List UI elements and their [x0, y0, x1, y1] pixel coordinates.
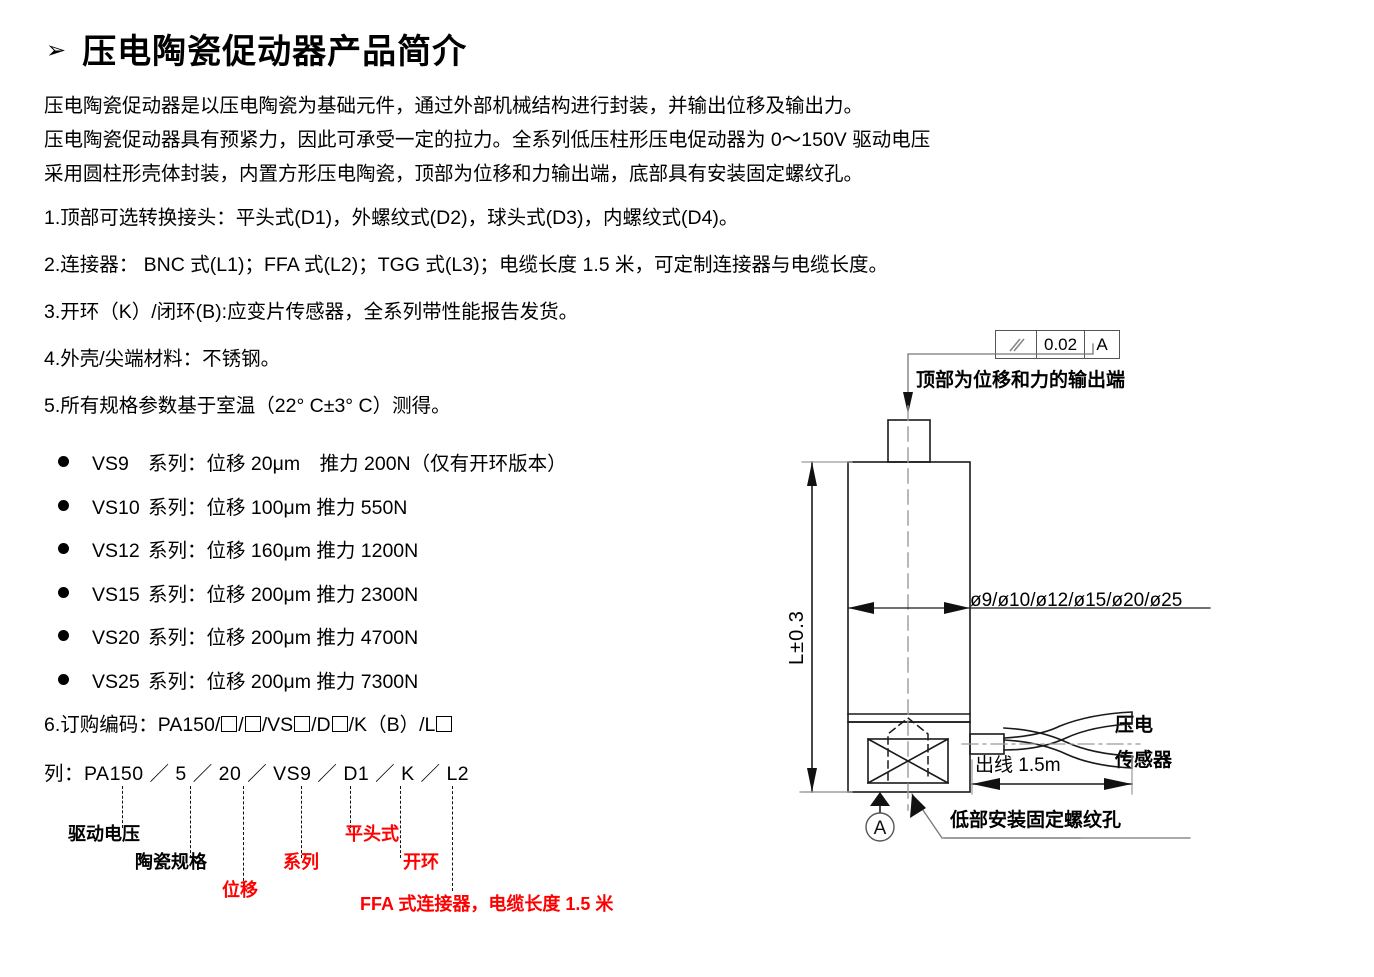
list-item: VS12 系列：位移 160μm 推力 1200N — [58, 534, 698, 578]
bullet-dot-icon — [58, 630, 69, 641]
cable-length-dimension-label: 出线 1.5m — [975, 755, 1061, 776]
placeholder-box-icon — [331, 716, 348, 732]
annotation-series: 系列 — [283, 852, 319, 872]
annotation-ceramic-spec: 陶瓷规格 — [135, 852, 207, 872]
list-item: VS25 系列：位移 200μm 推力 7300N — [58, 665, 698, 709]
leader-line-loop-type — [400, 786, 401, 858]
gdt-feature-control-frame: 0.02 A — [995, 330, 1121, 359]
annotation-displacement: 位移 — [222, 880, 258, 900]
page-title-text: 压电陶瓷促动器产品简介 — [82, 33, 468, 71]
annotation-drive-voltage: 驱动电压 — [68, 824, 140, 844]
series-detail: 系列：位移 100μm 推力 550N — [148, 496, 408, 519]
series-name: VS12 — [92, 540, 140, 562]
series-name: VS10 — [92, 496, 140, 519]
order-sep-a: / — [238, 714, 244, 736]
placeholder-box-icon — [221, 716, 238, 732]
bullet-dot-icon — [58, 586, 69, 598]
intro-line-2: 压电陶瓷促动器具有预紧力，因此可承受一定的拉力。全系列低压柱形压电促动器为 0～… — [44, 129, 931, 151]
annotation-loop-type: 开环 — [403, 852, 439, 872]
gdt-datum-reference: A — [1096, 334, 1108, 354]
series-name: VS20 — [92, 627, 140, 649]
intro-paragraph: 压电陶瓷促动器是以压电陶瓷为基础元件，通过外部机械结构进行封装，并输出位移及输出… — [44, 92, 1124, 194]
series-name: VS25 — [92, 670, 140, 693]
series-detail: 系列：位移 160μm 推力 1200N — [148, 540, 419, 562]
leader-line-ceramic-spec — [190, 786, 191, 858]
bottom-thread-hole-note: 低部安装固定螺纹孔 — [950, 810, 1122, 831]
placeholder-box-icon — [294, 716, 311, 732]
series-detail: 系列：位移 20μm 推力 200N（仅有开环版本） — [148, 453, 567, 475]
order-code-template: 6.订购编码：PA150/ / /VS/D/K（B）/L — [44, 708, 453, 737]
content-column: ➢ 压电陶瓷促动器产品简介 压电陶瓷促动器是以压电陶瓷为基础元件，通过外部机械结… — [44, 24, 930, 914]
top-output-note: 顶部为位移和力的输出端 — [916, 370, 1126, 391]
bullet-dot-icon — [58, 673, 69, 685]
leader-line-drive-voltage — [122, 786, 123, 828]
list-item: VS10 系列：位移 100μm 推力 550N — [58, 491, 698, 535]
bullet-dot-icon — [58, 543, 69, 554]
list-item: VS20 系列：位移 200μm 推力 4700N — [58, 621, 698, 665]
annotation-connector: FFA 式连接器，电缆长度 1.5 米 — [360, 894, 614, 914]
gdt-tolerance-value: 0.02 — [1037, 331, 1086, 358]
leader-line-series — [301, 786, 302, 858]
spec-numbered-list: 1.顶部可选转换接头：平头式(D1)，外螺纹式(D2)，球头式(D3)，内螺纹式… — [44, 206, 1054, 441]
series-spec-list: VS9 系列：位移 20μm 推力 200N（仅有开环版本） VS10 系列：位… — [58, 447, 698, 708]
series-detail: 系列：位移 200μm 推力 2300N — [148, 583, 419, 606]
page-title: ➢ 压电陶瓷促动器产品简介 — [46, 24, 467, 73]
order-sep-b: /VS — [261, 714, 294, 736]
diameter-dimension-label: ø9/ø10/ø12/ø15/ø20/ø25 — [970, 590, 1183, 611]
list-item: VS15 系列：位移 200μm 推力 2300N — [58, 578, 698, 622]
annotation-tip-type: 平头式 — [345, 824, 399, 844]
spec-item-5: 5.所有规格参数基于室温（22° C±3° C）测得。 — [44, 395, 451, 417]
bullet-dot-icon — [58, 456, 69, 467]
spec-item-3: 3.开环（K）/闭环(B):应变片传感器，全系列带性能报告发货。 — [44, 301, 579, 323]
cable-label-piezo: 压电 — [1115, 715, 1154, 736]
drawing-geometry: A — [799, 343, 1211, 842]
product-technical-drawing: 0.02 A 顶部为位移和力的输出端 L±0.3 ø9/ø10/ø12/ø15/… — [740, 310, 1374, 870]
series-name: VS9 — [92, 453, 129, 475]
spec-item-2: 2.连接器： BNC 式(L1)；FFA 式(L2)；TGG 式(L3)；电缆长… — [44, 254, 889, 276]
order-code-prefix: 6.订购编码：PA150/ — [44, 714, 221, 736]
order-sep-c: /D — [311, 714, 331, 736]
order-sep-d: /K（B）/L — [348, 714, 436, 736]
placeholder-box-icon — [244, 716, 261, 732]
leader-line-displacement — [243, 786, 244, 886]
bullet-dot-icon — [58, 499, 69, 511]
intro-line-3: 采用圆柱形壳体封装，内置方形压电陶瓷，顶部为位移和力输出端，底部具有安装固定螺纹… — [44, 163, 864, 185]
intro-line-1: 压电陶瓷促动器是以压电陶瓷为基础元件，通过外部机械结构进行封装，并输出位移及输出… — [44, 95, 864, 117]
placeholder-box-icon — [436, 716, 453, 732]
spec-item-1: 1.顶部可选转换接头：平头式(D1)，外螺纹式(D2)，球头式(D3)，内螺纹式… — [44, 207, 739, 229]
arrow-bullet-icon: ➢ — [46, 36, 67, 64]
order-code-example: 列：PA150 ／ 5 ／ 20 ／ VS9 ／ D1 ／ K ／ L2 — [44, 763, 470, 785]
series-detail: 系列：位移 200μm 推力 4700N — [148, 627, 419, 649]
spec-item-4: 4.外壳/尖端材料：不锈钢。 — [44, 348, 281, 370]
leader-line-tip-type — [350, 786, 351, 828]
parallelism-symbol-icon — [996, 331, 1037, 358]
series-name: VS15 — [92, 583, 140, 606]
series-detail: 系列：位移 200μm 推力 7300N — [148, 670, 419, 693]
list-item: VS9 系列：位移 20μm 推力 200N（仅有开环版本） — [58, 447, 698, 491]
leader-line-connector — [452, 786, 453, 891]
datum-a-letter: A — [874, 818, 887, 839]
